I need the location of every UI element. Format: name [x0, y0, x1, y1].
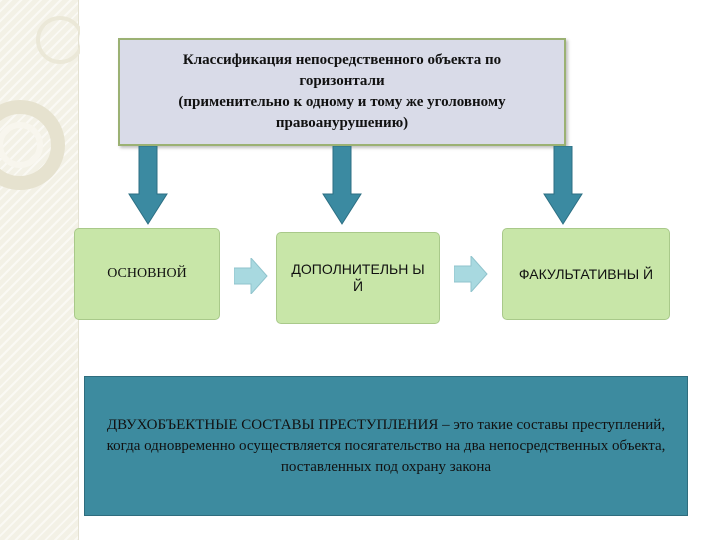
down-arrow-additional: [322, 146, 362, 225]
right-arrow-2: [454, 256, 488, 292]
decorative-side-strip: [0, 0, 79, 540]
category-basic-box: ОСНОВНОЙ: [74, 228, 220, 320]
title-line: (применительно к одному и тому же уголов…: [178, 94, 506, 110]
definition-box: ДВУХОБЪЕКТНЫЕ СОСТАВЫ ПРЕСТУПЛЕНИЯ – это…: [84, 376, 688, 516]
classification-title-box: Классификация непосредственного объекта …: [118, 38, 566, 146]
definition-text: ДВУХОБЪЕКТНЫЕ СОСТАВЫ ПРЕСТУПЛЕНИЯ – это…: [106, 416, 666, 475]
category-additional-label: ДОПОЛНИТЕЛЬН ЫЙ: [291, 261, 425, 294]
title-line: правоанурушению): [275, 115, 409, 131]
category-additional-box: ДОПОЛНИТЕЛЬН ЫЙ: [276, 232, 440, 324]
decorative-circles: [0, 16, 80, 190]
category-optional-label: ФАКУЛЬТАТИВНЫ Й: [518, 265, 654, 282]
category-basic-label: ОСНОВНОЙ: [107, 266, 187, 281]
title-line: Классификация непосредственного объекта …: [182, 52, 502, 68]
right-arrow-1: [234, 258, 268, 294]
category-optional-box: ФАКУЛЬТАТИВНЫ Й: [502, 228, 670, 320]
down-arrow-basic: [128, 146, 168, 225]
title-line: горизонтали: [299, 73, 385, 89]
down-arrow-optional: [543, 146, 583, 225]
classification-title: Классификация непосредственного объекта …: [132, 50, 552, 134]
